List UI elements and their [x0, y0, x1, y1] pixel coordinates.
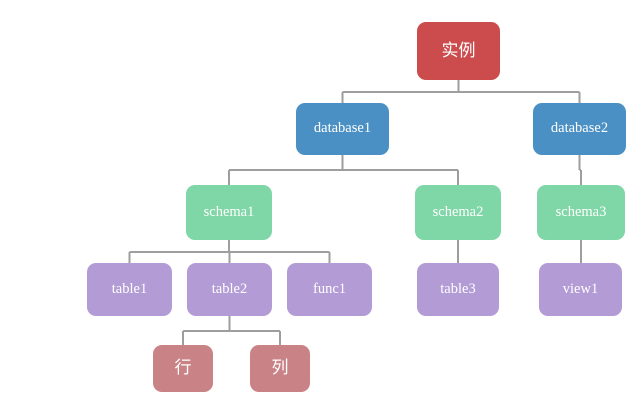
tree-node-table3[interactable]: table3 — [417, 263, 499, 316]
tree-node-table2[interactable]: table2 — [187, 263, 272, 316]
tree-node-label: view1 — [562, 280, 599, 297]
tree-node-label: table1 — [111, 280, 148, 297]
tree-node-database1[interactable]: database1 — [296, 103, 389, 155]
tree-node-column[interactable]: 列 — [250, 345, 310, 392]
tree-node-label: database1 — [313, 120, 372, 137]
tree-node-label: schema1 — [203, 203, 255, 220]
tree-node-row[interactable]: 行 — [153, 345, 213, 392]
tree-node-label: schema2 — [432, 203, 484, 220]
tree-node-view1[interactable]: view1 — [539, 263, 622, 316]
tree-node-label: database2 — [550, 120, 609, 137]
tree-node-label: 行 — [174, 358, 192, 378]
tree-node-schema1[interactable]: schema1 — [186, 185, 272, 240]
tree-node-schema2[interactable]: schema2 — [415, 185, 501, 240]
tree-node-label: func1 — [312, 280, 346, 297]
tree-node-label: 列 — [271, 358, 289, 378]
tree-node-instance[interactable]: 实例 — [417, 22, 500, 80]
tree-node-func1[interactable]: func1 — [287, 263, 372, 316]
tree-node-schema3[interactable]: schema3 — [537, 185, 625, 240]
tree-node-label: schema3 — [555, 203, 607, 220]
tree-node-label: 实例 — [441, 40, 476, 60]
tree-node-label: table3 — [440, 280, 476, 297]
tree-node-database2[interactable]: database2 — [533, 103, 626, 155]
tree-node-table1[interactable]: table1 — [87, 263, 172, 316]
tree-node-label: table2 — [211, 280, 248, 297]
